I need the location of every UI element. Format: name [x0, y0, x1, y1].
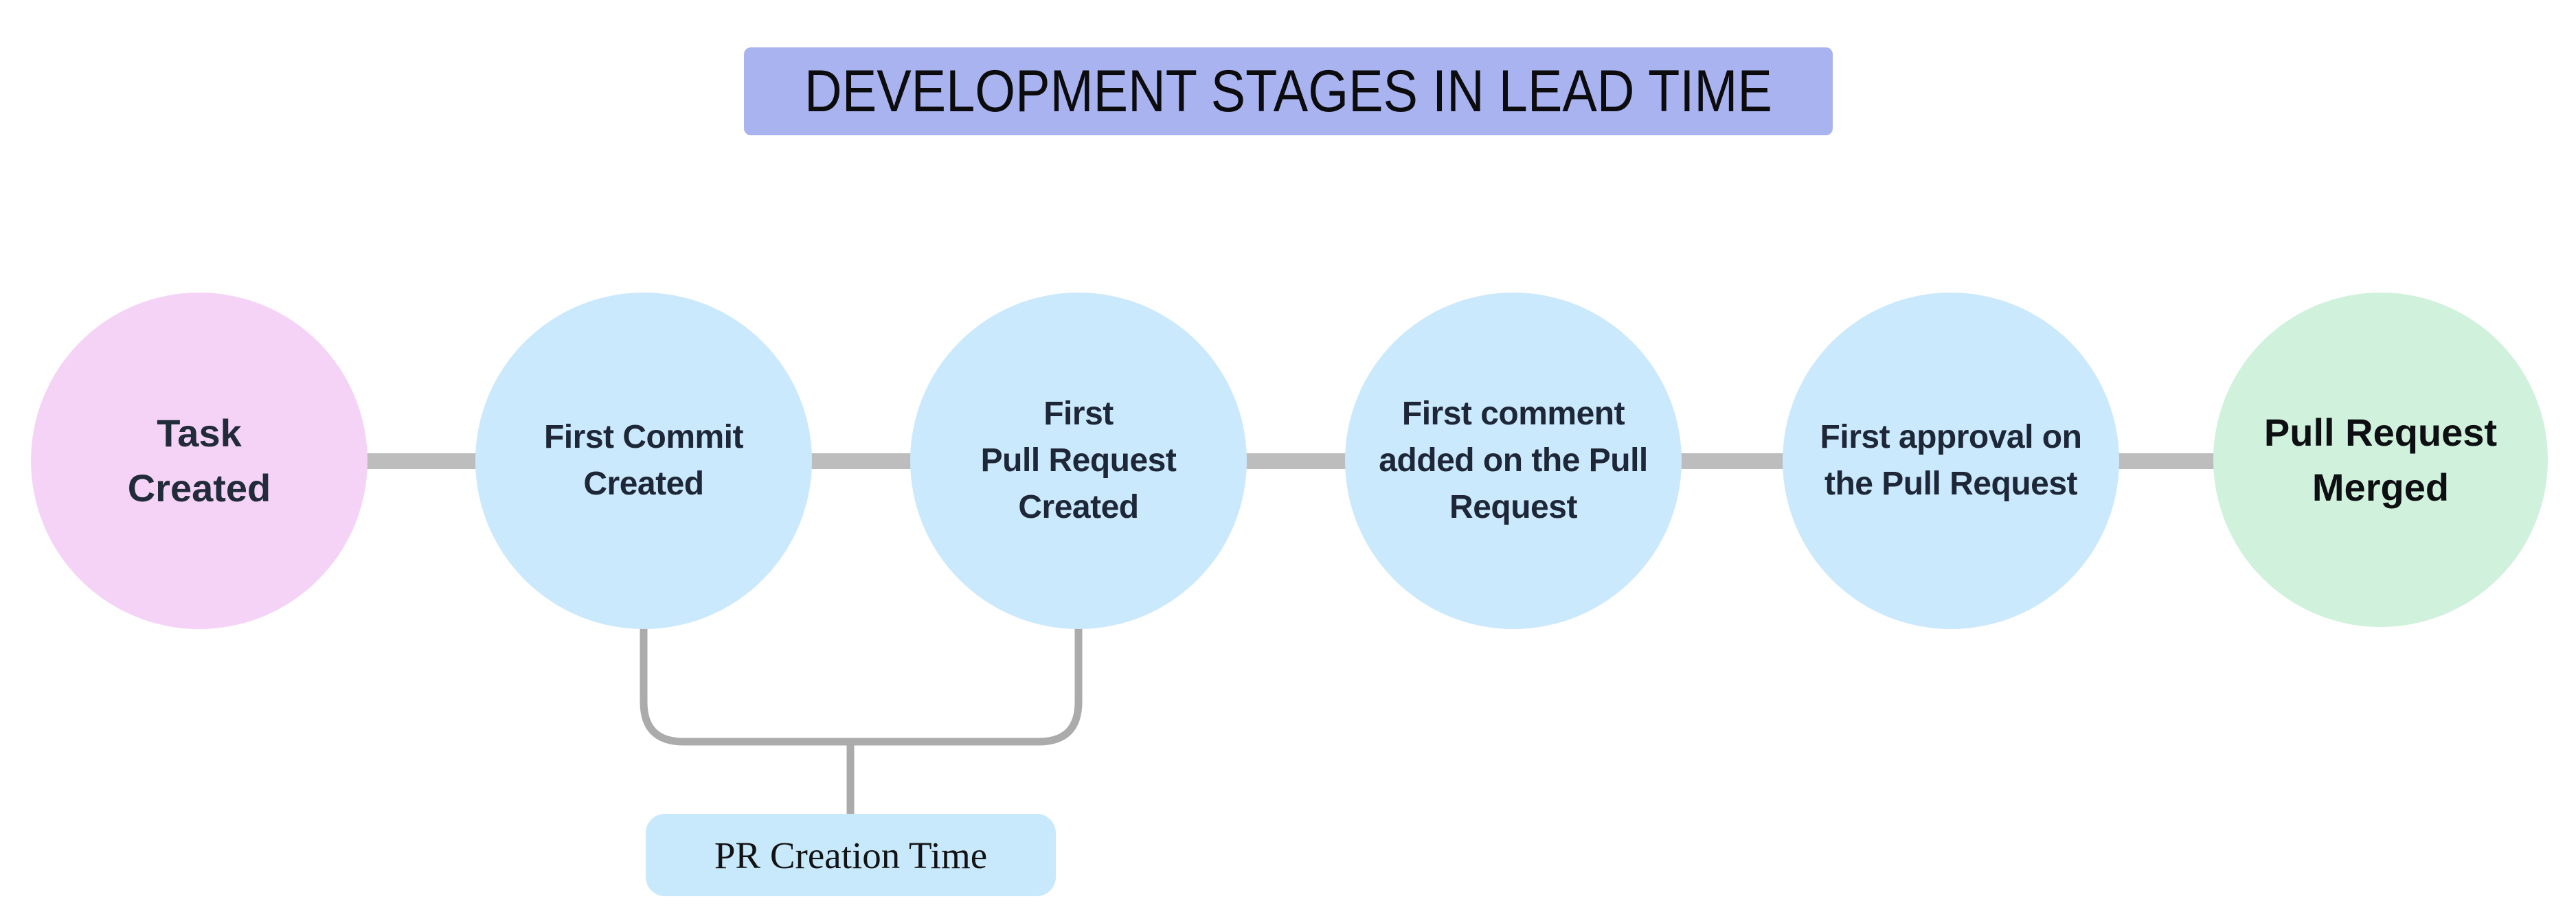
- stage-task-created: Task Created: [31, 293, 368, 629]
- stage-label: First comment added on the Pull Request: [1379, 395, 1648, 526]
- stage-label: Task Created: [127, 411, 271, 510]
- stage-label: Pull Request Merged: [2263, 410, 2498, 509]
- stage-first-comment-added: First comment added on the Pull Request: [1345, 293, 1682, 629]
- stage-label: First Pull Request Created: [980, 395, 1177, 526]
- stage-first-approval: First approval on the Pull Request: [1783, 293, 2119, 629]
- stage-first-pull-request-created: First Pull Request Created: [910, 293, 1247, 629]
- stage-pull-request-merged: Pull Request Merged: [2213, 293, 2548, 627]
- stage-label: First Commit Created: [543, 418, 744, 502]
- title-text: DEVELOPMENT STAGES IN LEAD TIME: [804, 58, 1772, 124]
- pr-creation-bracket-path: [640, 622, 1083, 817]
- title: DEVELOPMENT STAGES IN LEAD TIME: [744, 47, 1833, 135]
- stage-label: First approval on the Pull Request: [1820, 418, 2082, 502]
- pr-creation-time-label: PR Creation Time: [646, 814, 1056, 896]
- stage-first-commit-created: First Commit Created: [475, 293, 812, 629]
- pr-creation-time-text: PR Creation Time: [714, 834, 988, 876]
